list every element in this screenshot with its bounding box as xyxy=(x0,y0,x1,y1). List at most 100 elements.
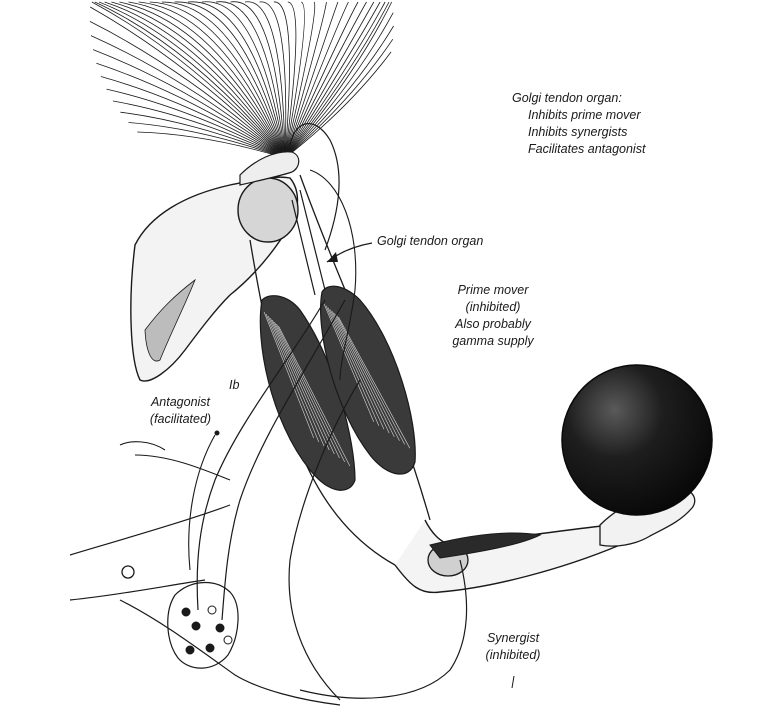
muscle-fiber-line xyxy=(138,1,286,159)
spinal-neurons xyxy=(181,605,233,655)
muscle-fiber-line xyxy=(284,1,316,159)
muscle-fiber-line xyxy=(201,1,286,159)
antagonist-line: Antagonist xyxy=(150,395,211,409)
muscle-fiber-line xyxy=(284,1,349,159)
muscle-fiber-line xyxy=(128,122,286,159)
striation-line xyxy=(323,303,374,422)
muscle-fiber-line xyxy=(273,1,290,159)
central-canal xyxy=(121,565,135,579)
prime-mover-line: Prime mover xyxy=(457,283,529,297)
muscle-fiber-line xyxy=(119,1,286,159)
muscle-fiber-line xyxy=(284,1,339,159)
muscle-fiber-line xyxy=(259,1,287,159)
golgi-pointer-arrowhead xyxy=(327,252,338,262)
antagonist-line: (facilitated) xyxy=(149,412,212,426)
muscle-fiber-line xyxy=(284,1,327,159)
neuron-cell xyxy=(181,607,191,617)
muscle-fiber-line xyxy=(284,1,359,159)
neuron-cell xyxy=(223,635,233,645)
golgi-summary-item: Facilitates antagonist xyxy=(528,142,646,156)
muscle-fiber-line xyxy=(284,1,367,159)
muscle-fiber-line xyxy=(90,6,286,159)
striation-line xyxy=(278,325,351,467)
prime-mover-line: (inhibited) xyxy=(465,300,521,314)
striation-line xyxy=(334,313,400,441)
golgi-summary-item: Inhibits prime mover xyxy=(528,108,641,122)
muscle-fiber-line xyxy=(91,1,286,159)
body-contour xyxy=(119,441,231,481)
muscle-fiber-line xyxy=(96,62,286,159)
spinal-gray-matter xyxy=(167,581,239,669)
prime-mover-line: Also probably xyxy=(455,317,531,331)
muscle-fiber-line xyxy=(284,25,394,159)
muscle-fiber-line xyxy=(161,1,286,159)
muscle-fiber-line xyxy=(120,111,286,159)
striation-line xyxy=(338,316,411,449)
nerve-fiber-5 xyxy=(309,169,357,381)
striation-line xyxy=(332,311,395,438)
muscle-fiber-line xyxy=(100,76,286,159)
muscle-fiber-line xyxy=(137,131,286,159)
muscle-fiber-line xyxy=(94,1,286,159)
ball xyxy=(561,364,713,516)
neuron-cell xyxy=(215,623,225,633)
muscle-fiber-line xyxy=(149,1,286,159)
ib-label: Ib xyxy=(229,378,240,392)
prime-mover-line: gamma supply xyxy=(452,334,534,348)
synergist-line: (inhibited) xyxy=(485,648,541,662)
muscle-fiber-line xyxy=(98,1,286,159)
muscle-striations xyxy=(263,303,411,467)
striation-line xyxy=(267,315,325,447)
striation-line xyxy=(272,319,335,455)
striation-line xyxy=(276,323,345,463)
acromion xyxy=(239,151,300,186)
muscle-fiber-line xyxy=(112,100,286,159)
neuron-cell xyxy=(191,621,201,631)
muscle-fiber-line xyxy=(284,1,375,159)
striation-line xyxy=(336,315,405,445)
muscle-fiber-line xyxy=(284,38,394,159)
fiber-dot xyxy=(214,430,220,436)
striation-line xyxy=(265,313,320,443)
striation-line xyxy=(263,311,314,439)
prime-mover-label: Prime mover (inhibited) Also probably ga… xyxy=(438,282,548,350)
muscle-fiber-line xyxy=(128,1,286,159)
striation-line xyxy=(330,309,390,434)
muscle-fiber-line xyxy=(89,21,286,159)
nerve-fiber-2 xyxy=(221,299,346,621)
muscle-fiber-line xyxy=(92,49,286,159)
neuron-cell xyxy=(205,643,215,653)
nerve-fiber-1 xyxy=(196,299,326,611)
neuron-cell xyxy=(207,605,217,615)
striation-line xyxy=(270,317,330,451)
muscle-fiber-line xyxy=(284,1,386,159)
scapula-shading xyxy=(144,278,196,362)
synergist-tick xyxy=(511,675,515,689)
muscle-fiber-line xyxy=(244,1,286,159)
forearm-muscle xyxy=(429,532,542,559)
muscle-fiber-line xyxy=(90,35,286,159)
nerve-fiber-ib xyxy=(289,122,340,251)
neuron-cell xyxy=(185,645,195,655)
muscle-fiber-line xyxy=(284,12,394,159)
muscle-fiber-line xyxy=(284,1,381,159)
muscle-fiber-line xyxy=(284,1,297,159)
muscle-fiber-line xyxy=(284,1,390,159)
synergist-line: Synergist xyxy=(486,631,540,645)
biceps-tendon xyxy=(291,189,326,296)
golgi-summary: Golgi tendon organ: Inhibits prime mover… xyxy=(512,90,645,158)
synergist-label: Synergist (inhibited) xyxy=(468,630,558,664)
muscle-fiber-line xyxy=(284,1,305,159)
nerve-fiber-3 xyxy=(288,379,361,701)
humerus-head xyxy=(237,177,299,243)
golgi-summary-title: Golgi tendon organ: xyxy=(512,91,622,105)
golgi-pointer-label: Golgi tendon organ xyxy=(377,234,484,248)
golgi-summary-item: Inhibits synergists xyxy=(528,125,628,139)
nerve-fiber-6 xyxy=(188,434,216,571)
muscle-fiber-line xyxy=(230,1,286,159)
striation-line xyxy=(327,307,385,430)
muscle-fiber-line xyxy=(284,1,393,159)
muscle-fiber-line xyxy=(174,1,286,159)
